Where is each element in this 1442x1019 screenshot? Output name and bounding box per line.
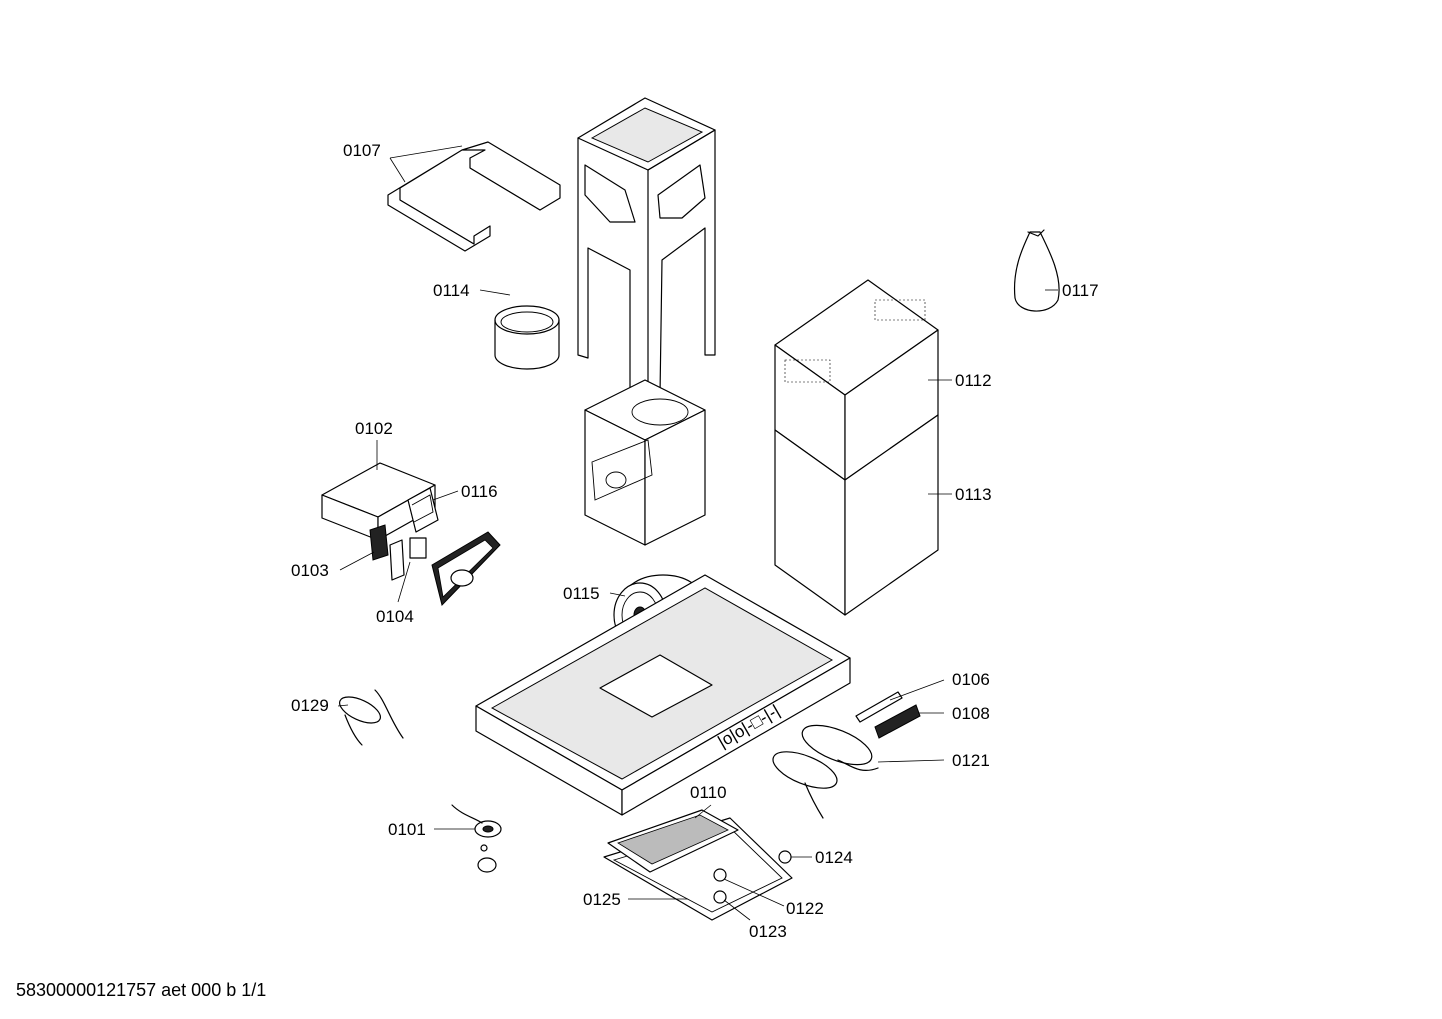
part-0122-screw xyxy=(713,868,727,882)
label-0124: 0124 xyxy=(815,848,853,867)
label-0115: 0115 xyxy=(563,584,600,603)
part-0116-circuit-board xyxy=(407,487,439,533)
part-0129-power-cord xyxy=(339,689,404,746)
part-0107-bracket xyxy=(387,141,561,252)
label-0121: 0121 xyxy=(952,751,990,770)
label-0103: 0103 xyxy=(291,561,329,580)
part-0101-lamp xyxy=(451,804,502,873)
leader-lines xyxy=(337,145,1058,921)
label-0104: 0104 xyxy=(376,607,414,626)
part-0123-screw xyxy=(713,890,727,904)
part-0121-cable-set xyxy=(772,724,879,819)
label-0106: 0106 xyxy=(952,670,990,689)
label-0116: 0116 xyxy=(461,482,498,501)
label-0102: 0102 xyxy=(355,419,393,438)
part-labels: 0107 0114 0117 0112 0102 0116 0113 0103 … xyxy=(291,141,1099,941)
label-0112: 0112 xyxy=(955,371,992,390)
label-0122: 0122 xyxy=(786,899,824,918)
part-0114-duct xyxy=(494,305,560,370)
part-0113-lower-chimney xyxy=(774,414,939,616)
part-0108-light-cover xyxy=(874,704,921,739)
label-0108: 0108 xyxy=(952,704,990,723)
label-0117: 0117 xyxy=(1062,281,1099,300)
label-0110: 0110 xyxy=(690,783,727,802)
part-0110-grease-filter xyxy=(607,809,739,873)
part-0117-screw-bag xyxy=(1013,229,1060,312)
motor-housing-box xyxy=(584,379,706,546)
label-0107: 0107 xyxy=(343,141,381,160)
part-0104-capacitor xyxy=(389,537,427,581)
control-panel-cover xyxy=(431,531,501,606)
chimney-frame xyxy=(577,97,716,401)
label-0101: 0101 xyxy=(388,820,426,839)
label-0114: 0114 xyxy=(433,281,470,300)
document-id-footer: 58300000121757 aet 000 b 1/1 xyxy=(16,980,267,1000)
label-0129: 0129 xyxy=(291,696,329,715)
part-0124-screw xyxy=(778,850,792,864)
label-0123: 0123 xyxy=(749,922,787,941)
hood-canopy: |o|o|-□-|-| xyxy=(475,574,851,816)
label-0125: 0125 xyxy=(583,890,621,909)
part-0103-switch xyxy=(369,524,389,561)
part-0112-upper-chimney xyxy=(774,279,939,481)
label-0113: 0113 xyxy=(955,485,992,504)
